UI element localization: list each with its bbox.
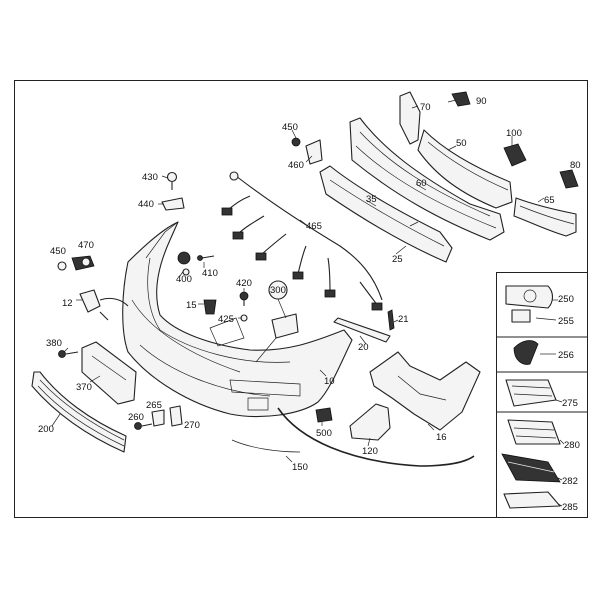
callout-80: 80	[570, 160, 581, 171]
bracket-16	[369, 351, 481, 431]
bracket-70	[399, 91, 421, 145]
callout-90: 90	[476, 96, 487, 107]
callout-265: 265	[146, 400, 162, 411]
sensor-420	[239, 291, 249, 306]
inset-part-255	[511, 309, 531, 323]
callout-20: 20	[358, 342, 369, 353]
callout-150: 150	[292, 462, 308, 473]
callout-270: 270	[184, 420, 200, 431]
callout-70: 70	[420, 102, 431, 113]
callout-35: 35	[366, 194, 377, 205]
callout-120: 120	[362, 446, 378, 457]
callout-440: 440	[138, 199, 154, 210]
clip-460	[305, 139, 323, 165]
absorber-50	[417, 129, 513, 209]
inset-panel	[496, 272, 588, 518]
inset-part-282	[501, 453, 561, 483]
clip-500	[315, 407, 333, 423]
callout-500: 500	[316, 428, 332, 439]
bolt-450	[291, 137, 301, 147]
callout-282: 282	[562, 476, 578, 487]
callout-275: 275	[562, 398, 578, 409]
inset-part-285	[503, 491, 561, 509]
callout-21: 21	[398, 314, 409, 325]
callout-25: 25	[392, 254, 403, 265]
bracket-370	[81, 341, 137, 405]
bracket-300	[255, 280, 299, 363]
bracket-100	[503, 143, 527, 167]
callout-285: 285	[562, 502, 578, 513]
sensor-450-left	[57, 261, 67, 271]
clip-270	[169, 405, 183, 427]
callout-65: 65	[544, 195, 555, 206]
clip-21	[387, 309, 395, 331]
callout-16: 16	[436, 432, 447, 443]
callout-50: 50	[456, 138, 467, 149]
inset-part-280	[507, 419, 561, 445]
inset-dividers	[496, 336, 588, 413]
callout-labels: 90 70 100 80 50 60 65 35 25 450 460 465 …	[38, 96, 581, 513]
absorber-60	[349, 117, 505, 241]
callout-300: 300	[270, 285, 286, 296]
lower-grille	[31, 371, 127, 453]
callout-430: 430	[142, 172, 158, 183]
absorber-upper	[319, 165, 453, 263]
absorber-65	[513, 197, 577, 237]
callout-370: 370	[76, 382, 92, 393]
inset-part-275	[505, 379, 557, 407]
clip-265	[151, 409, 165, 427]
wiring-harness	[221, 171, 383, 311]
leader-lines	[51, 99, 571, 507]
callout-260: 260	[128, 412, 144, 423]
inset-part-250	[505, 285, 554, 309]
callout-256: 256	[558, 350, 574, 361]
callout-420: 420	[236, 278, 252, 289]
callout-280: 280	[564, 440, 580, 451]
callout-60: 60	[416, 178, 427, 189]
callout-250: 250	[558, 294, 574, 305]
bracket-120	[349, 403, 391, 441]
bumper-cover	[122, 221, 353, 418]
callout-410: 410	[202, 268, 218, 279]
callout-15: 15	[186, 300, 197, 311]
callout-470: 470	[78, 240, 94, 251]
callout-400: 400	[176, 274, 192, 285]
bolt-380	[58, 350, 79, 358]
callout-255: 255	[558, 316, 574, 327]
clip-15	[203, 299, 217, 315]
callout-100: 100	[506, 128, 522, 139]
bracket-440	[161, 197, 185, 211]
callout-450-top: 450	[282, 122, 298, 133]
sensor-400	[177, 251, 191, 276]
sensor-470	[71, 255, 95, 271]
trim-strip-150	[231, 407, 475, 467]
strip-20	[333, 317, 391, 343]
callout-380: 380	[46, 338, 62, 349]
inset-part-256	[513, 340, 539, 365]
callout-12: 12	[62, 298, 73, 309]
callout-465: 465	[306, 221, 322, 232]
callout-425: 425	[218, 314, 234, 325]
bracket-12	[79, 289, 129, 321]
callout-460: 460	[288, 160, 304, 171]
callout-450-left: 450	[50, 246, 66, 257]
screw-410	[197, 255, 215, 261]
bolt-260	[134, 422, 153, 430]
callout-10: 10	[324, 376, 335, 387]
sensor-430	[166, 171, 178, 190]
bracket-90	[451, 91, 471, 107]
callout-200: 200	[38, 424, 54, 435]
